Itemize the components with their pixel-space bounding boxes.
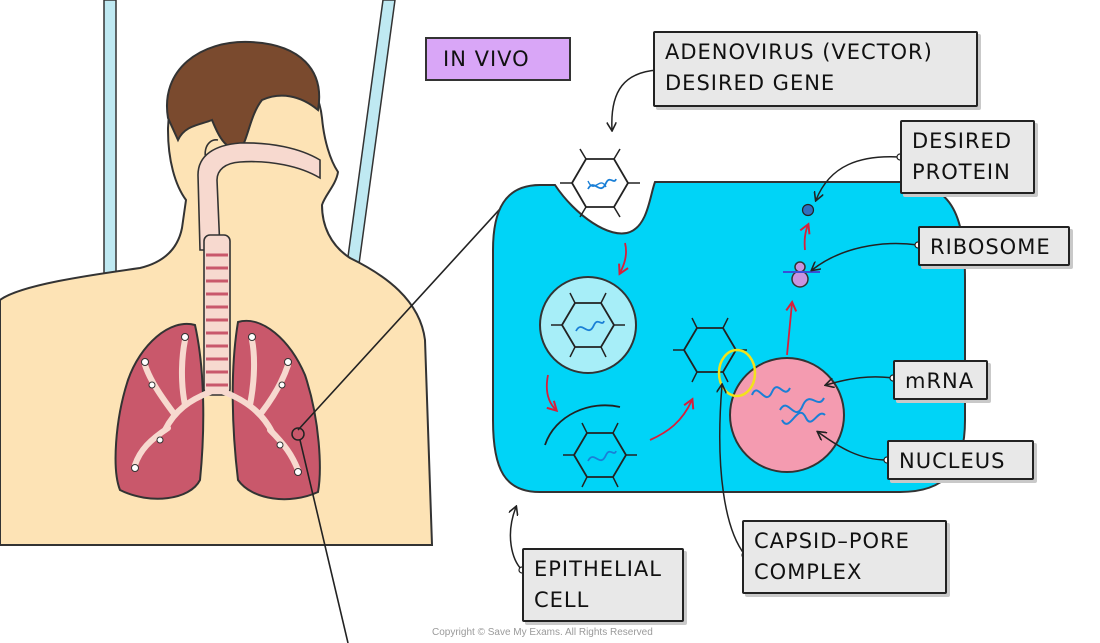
dna-strands — [751, 386, 826, 425]
label-mrna-text: mRNA — [905, 369, 975, 393]
label-desired-protein-line2: PROTEIN — [912, 160, 1011, 184]
ribosome — [783, 261, 820, 288]
delivery-tube-left — [103, 0, 117, 293]
label-nucleus-text: NUCLEUS — [899, 449, 1006, 473]
zoom-target — [291, 427, 305, 441]
label-capsid-line2: COMPLEX — [754, 560, 863, 584]
zoom-line-top — [297, 197, 511, 431]
label-epithelial-cell: EPITHELIAL CELL — [522, 548, 684, 622]
label-adenovirus-line1: ADENOVIRUS (VECTOR) — [665, 40, 933, 64]
zoom-line-bottom — [299, 439, 349, 643]
virus-released — [544, 404, 637, 488]
label-pointers — [510, 69, 919, 571]
label-ribosome-text: RIBOSOME — [930, 235, 1051, 259]
label-desired-protein: DESIRED PROTEIN — [900, 120, 1035, 194]
desired-protein — [801, 203, 815, 217]
copyright-notice: Copyright © Save My Exams. All Rights Re… — [432, 627, 653, 638]
label-desired-protein-line1: DESIRED — [912, 129, 1012, 153]
lungs — [114, 234, 321, 501]
label-nucleus: NUCLEUS — [887, 440, 1034, 480]
adenovirus-outside — [560, 148, 640, 218]
label-adenovirus: ADENOVIRUS (VECTOR) DESIRED GENE — [653, 31, 978, 107]
label-capsid-line1: CAPSID–PORE — [754, 529, 910, 553]
process-arrows — [545, 225, 808, 441]
in-vivo-title: IN VIVO — [425, 37, 571, 81]
label-adenovirus-line2: DESIRED GENE — [665, 71, 836, 95]
label-epithelial-line1: EPITHELIAL — [534, 557, 662, 581]
label-mrna: mRNA — [893, 360, 988, 400]
endosome-vesicle — [539, 276, 637, 374]
label-epithelial-line2: CELL — [534, 588, 590, 612]
hair — [165, 40, 321, 152]
nucleus — [729, 357, 845, 473]
label-capsid-pore: CAPSID–PORE COMPLEX — [742, 520, 947, 594]
label-ribosome: RIBOSOME — [918, 226, 1070, 266]
capsid-highlight — [717, 348, 757, 398]
trachea — [203, 234, 231, 396]
